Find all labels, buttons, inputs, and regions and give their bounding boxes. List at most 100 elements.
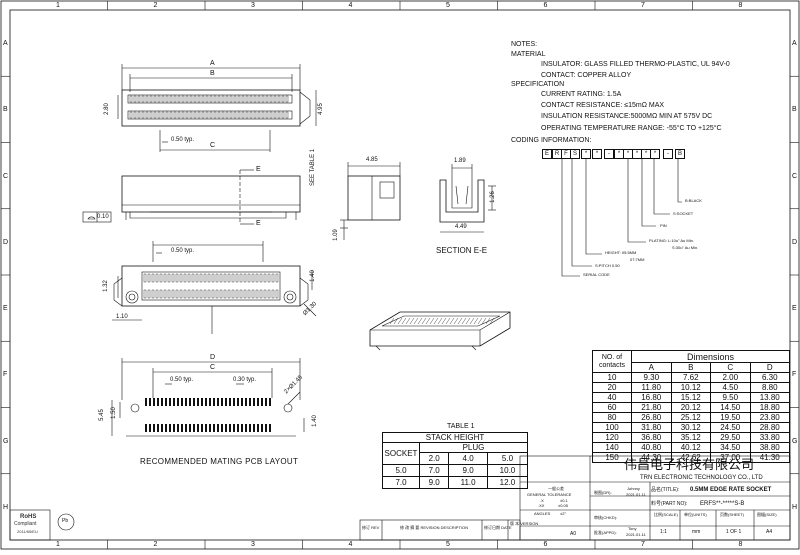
drawn-value: Johnny <box>627 486 640 491</box>
column-label: 3 <box>251 541 255 548</box>
dim-col-a: A <box>631 362 672 373</box>
column-label: 4 <box>348 2 353 9</box>
column-label: 8 <box>738 2 743 9</box>
dimension-cell: 2.00 <box>710 372 751 383</box>
dim-col-c: C <box>710 362 751 373</box>
dimension-cell: 14.50 <box>710 402 751 413</box>
dim-4-85-label: 4.85 <box>366 157 378 163</box>
section-e-top: E <box>256 166 261 173</box>
socket-header: SOCKET <box>382 442 420 465</box>
tol-angle-val: ±2° <box>560 511 567 516</box>
stack-height-table: STACK HEIGHT SOCKET PLUG 2.0 4.0 5.0 5.0… <box>382 432 529 489</box>
tol-x-val: ±0.1 <box>560 498 568 503</box>
coding-box: S <box>570 149 580 159</box>
size-value: A4 <box>766 529 773 535</box>
dim-1-26-label: 1.26 <box>489 191 496 203</box>
company-name-en: TRN ELECTRONIC TECHNOLOGY CO., LTD <box>640 475 763 481</box>
column-label: 8 <box>738 541 743 548</box>
column-label: 7 <box>641 541 645 548</box>
row-label: G <box>792 437 798 445</box>
column-label: 4 <box>348 541 353 548</box>
pcb-layout <box>111 358 305 437</box>
contacts-cell: 60 <box>592 402 632 413</box>
plug-header: PLUG <box>419 442 528 453</box>
stack-header: STACK HEIGHT <box>382 432 528 443</box>
approve-date: 2021.01.11 <box>626 532 646 537</box>
coding-serial: SERIAL CODE <box>583 272 610 277</box>
dimension-cell: 21.80 <box>631 402 672 413</box>
row-label: B <box>792 106 797 114</box>
title-label: 品名(TITLE): <box>651 487 680 493</box>
isometric-view <box>369 311 511 351</box>
coding-pin: PIN <box>660 223 667 228</box>
stack-table-title: TABLE 1 <box>447 423 475 430</box>
sheet-value: 1 OF 1 <box>726 529 742 535</box>
plug-col: 5.0 <box>486 452 529 465</box>
tol-xx: .XX <box>538 503 545 508</box>
pb-free-icon: Pb <box>62 518 69 524</box>
plug-col: 4.0 <box>448 452 488 465</box>
contacts-cell: 40 <box>592 392 632 403</box>
coding-box: * <box>650 149 660 159</box>
stack-value: 11.0 <box>448 476 488 489</box>
dimensions-header: Dimensions <box>631 350 790 363</box>
coding-height-2: 07:7MM <box>630 257 645 262</box>
coding-pitch: S:PITCH 0.50 <box>595 263 620 268</box>
see-table-label: SEE TABLE 1 <box>310 148 316 186</box>
dim-c-label: C <box>210 142 216 149</box>
row-label: D <box>3 238 9 246</box>
contacts-cell: 120 <box>592 432 632 443</box>
column-label: 1 <box>56 2 60 9</box>
dimension-cell: 34.50 <box>710 442 751 453</box>
column-label: 5 <box>446 2 450 9</box>
column-label: 2 <box>153 541 158 548</box>
rohs-directive: 2011/65/EU <box>17 529 38 534</box>
dim-5-45-label: 5.45 <box>98 409 105 421</box>
dimension-cell: 7.62 <box>670 372 711 383</box>
dimension-cell: 19.50 <box>710 412 751 423</box>
dimension-cell: 28.80 <box>749 422 790 433</box>
row-label: C <box>3 172 9 180</box>
dim-b-label: B <box>210 70 215 77</box>
dimension-cell: 8.80 <box>749 382 790 393</box>
check-label: 审核(CHKD): <box>594 515 618 520</box>
row-label: F <box>792 371 797 379</box>
dimension-cell: 38.80 <box>749 442 790 453</box>
dimension-cell: 41.30 <box>749 452 790 463</box>
title-block-lines <box>359 455 791 541</box>
dimension-cell: 16.80 <box>631 392 672 403</box>
dim-1-89-label: 1.89 <box>454 158 466 164</box>
tol-x: .X <box>540 498 544 503</box>
dimension-cell: 15.12 <box>670 392 711 403</box>
drawn-date: 2021.01.11 <box>626 492 646 497</box>
stack-value: 12.0 <box>486 476 529 489</box>
rev-version: A0 <box>570 531 577 537</box>
tol-angles: ANGLES <box>534 511 551 516</box>
dim-1-40-label: 1.40 <box>309 270 316 282</box>
front-view <box>82 169 301 225</box>
row-ticks <box>1 75 799 475</box>
dimension-cell: 10.12 <box>670 382 711 393</box>
dimension-cell: 23.80 <box>749 412 790 423</box>
rev-col-2: 修 改 摘 要 REVISION DESCRIPTION <box>400 525 469 530</box>
part-value: ERFS**-*****S-B <box>700 501 745 507</box>
contacts-cell: 80 <box>592 412 632 423</box>
unit-value: mm <box>692 529 701 535</box>
dimension-cell: 29.50 <box>710 432 751 443</box>
column-label: 1 <box>56 541 60 548</box>
notes-insulator: INSULATOR: GLASS FILLED THERMO-PLASTIC, … <box>541 61 730 68</box>
dim-1-32-label: 1.32 <box>102 280 109 292</box>
contacts-cell: 150 <box>592 452 632 463</box>
notes-insulation: INSULATION RESISTANCE:5000MΩ MIN AT 575V… <box>541 113 713 120</box>
row-label: C <box>792 172 798 180</box>
rev-col-1: 修订 REV <box>362 525 380 530</box>
dim-4-95-label: 4.95 <box>317 103 324 115</box>
notes-specification: SPECIFICATION <box>511 81 565 88</box>
notes-contact: CONTACT: COPPER ALLOY <box>541 72 632 79</box>
dimension-cell: 33.80 <box>749 432 790 443</box>
